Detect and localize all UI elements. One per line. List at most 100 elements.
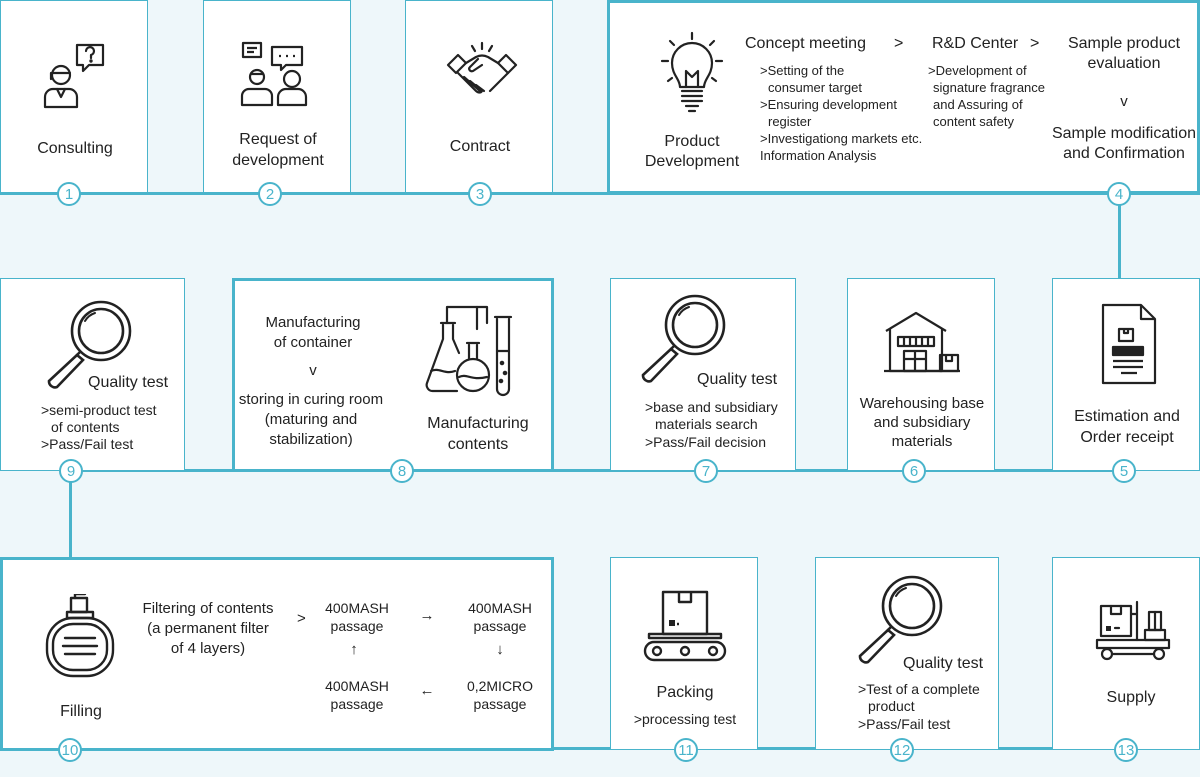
step-item: of contents	[51, 419, 120, 435]
step-item: >Pass/Fail test	[41, 436, 134, 452]
connector-row2	[69, 469, 1121, 472]
handshake-icon	[446, 39, 518, 105]
arrow-right: →	[419, 607, 435, 624]
document-icon	[1099, 303, 1159, 387]
arrow-down: ↓	[496, 641, 504, 658]
concept-item: >Setting of the	[760, 63, 845, 78]
step-label-line2: and subsidiary	[873, 414, 971, 431]
warehouse-icon	[882, 309, 962, 375]
step-request-of-development: Request of development	[203, 0, 351, 193]
step-number: 13	[1114, 738, 1138, 762]
step-estimation-order: Estimation and Order receipt	[1052, 278, 1200, 471]
step-number: 4	[1107, 182, 1131, 206]
step-title-line1: Product	[664, 133, 720, 150]
passage-2-line1: 400MASH	[468, 600, 532, 616]
step-number: 12	[890, 738, 914, 762]
concept-item: Information Analysis	[760, 148, 877, 163]
step-label-line1: Manufacturing	[427, 415, 529, 432]
filter-line1: Filtering of contents	[142, 600, 274, 617]
connector-row3	[0, 747, 1200, 750]
step-number: 1	[57, 182, 81, 206]
connector-row1	[0, 192, 1200, 195]
filter-line3: of 4 layers)	[170, 640, 246, 657]
container-line2: of container	[273, 334, 353, 351]
passage-2-line2: passage	[473, 618, 527, 634]
rnd-item: signature fragrance	[933, 80, 1046, 95]
lab-flask-icon	[423, 303, 515, 399]
curing-line3: stabilization)	[269, 431, 353, 448]
concept-item: >Ensuring development	[760, 97, 897, 112]
step-item: >base and subsidiary	[645, 399, 778, 415]
step-number: 3	[468, 182, 492, 206]
step-item: >Pass/Fail test	[858, 716, 951, 732]
step-warehousing: Warehousing base and subsidiary material…	[847, 278, 995, 471]
step-number: 10	[58, 738, 82, 762]
passage-4-line1: 400MASH	[325, 678, 389, 694]
consultant-icon	[41, 43, 107, 111]
separator: >	[1030, 35, 1040, 52]
rnd-center-heading: R&D Center	[932, 35, 1019, 52]
separator: >	[297, 610, 306, 627]
passage-3-line1: 0,2MICRO	[466, 678, 534, 694]
step-label-line2: contents	[447, 436, 509, 453]
step-title-line2: Development	[644, 153, 740, 170]
step-number: 7	[694, 459, 718, 483]
step-quality-test-semi-product: Quality test >semi-product test of conte…	[0, 278, 185, 471]
container-line1: Manufacturing	[265, 314, 361, 331]
step-label-line1: Estimation and	[1074, 408, 1180, 425]
step-label: Filling	[60, 703, 102, 720]
step-title: Quality test	[697, 371, 778, 388]
step-number: 2	[258, 182, 282, 206]
sample-modification-line2: and Confirmation	[1063, 145, 1185, 162]
step-item: >Test of a complete	[858, 681, 980, 697]
step-quality-test-materials: Quality test >base and subsidiary materi…	[610, 278, 796, 471]
step-contract: Contract	[405, 0, 553, 193]
arrow-left: ←	[419, 682, 435, 699]
step-label: Consulting	[37, 140, 113, 157]
step-number: 5	[1112, 459, 1136, 483]
step-consulting: Consulting	[0, 0, 148, 193]
magnifier-icon	[637, 291, 733, 383]
step-number: 8	[390, 459, 414, 483]
concept-meeting-heading: Concept meeting	[745, 35, 866, 52]
step-sub: >processing test	[633, 711, 737, 727]
step-label-line3: materials	[891, 433, 953, 450]
step-item: >semi-product test	[41, 402, 157, 418]
filter-line2: (a permanent filter	[147, 620, 269, 637]
perfume-bottle-icon	[45, 594, 115, 680]
step-label-line2: Order receipt	[1080, 429, 1174, 446]
passage-1-line2: passage	[330, 618, 384, 634]
curing-line1: storing in curing room	[238, 391, 384, 408]
step-label: Supply	[1106, 689, 1156, 706]
step-number: 6	[902, 459, 926, 483]
step-item: product	[868, 698, 915, 714]
step-item: materials search	[655, 416, 758, 432]
concept-item: >Investigationg markets etc.	[760, 131, 923, 146]
passage-4-line2: passage	[330, 696, 384, 712]
sample-evaluation-line1: Sample product	[1067, 35, 1181, 52]
step-item: >Pass/Fail decision	[645, 434, 767, 450]
curing-line2: (maturing and	[264, 411, 358, 428]
step-title: Quality test	[903, 655, 984, 672]
magnifier-icon	[854, 572, 950, 664]
separator-down: v	[1120, 93, 1128, 110]
step-supply: Supply	[1052, 557, 1200, 750]
step-quality-test-complete: Quality test >Test of a complete product…	[815, 557, 999, 750]
arrow-up: ↑	[350, 641, 358, 658]
rnd-item: and Assuring of	[933, 97, 1023, 112]
separator-down: v	[309, 362, 317, 379]
step-manufacturing-contents: Manufacturing of container v storing in …	[232, 278, 554, 472]
rnd-item: >Development of	[928, 63, 1027, 78]
step-product-development: Product Development Concept meeting > >S…	[607, 0, 1200, 194]
step-filling: Filling Filtering of contents (a permane…	[0, 557, 554, 751]
step-number: 9	[59, 459, 83, 483]
separator: >	[894, 35, 904, 52]
concept-item: register	[768, 114, 812, 129]
conveyor-box-icon	[643, 590, 727, 662]
rnd-item: content safety	[933, 114, 1014, 129]
step-packing: Packing >processing test	[610, 557, 758, 750]
concept-item: consumer target	[768, 80, 862, 95]
sample-evaluation-line2: evaluation	[1087, 55, 1161, 72]
step-label: Packing	[656, 684, 714, 701]
step-label-line2: development	[232, 152, 324, 169]
